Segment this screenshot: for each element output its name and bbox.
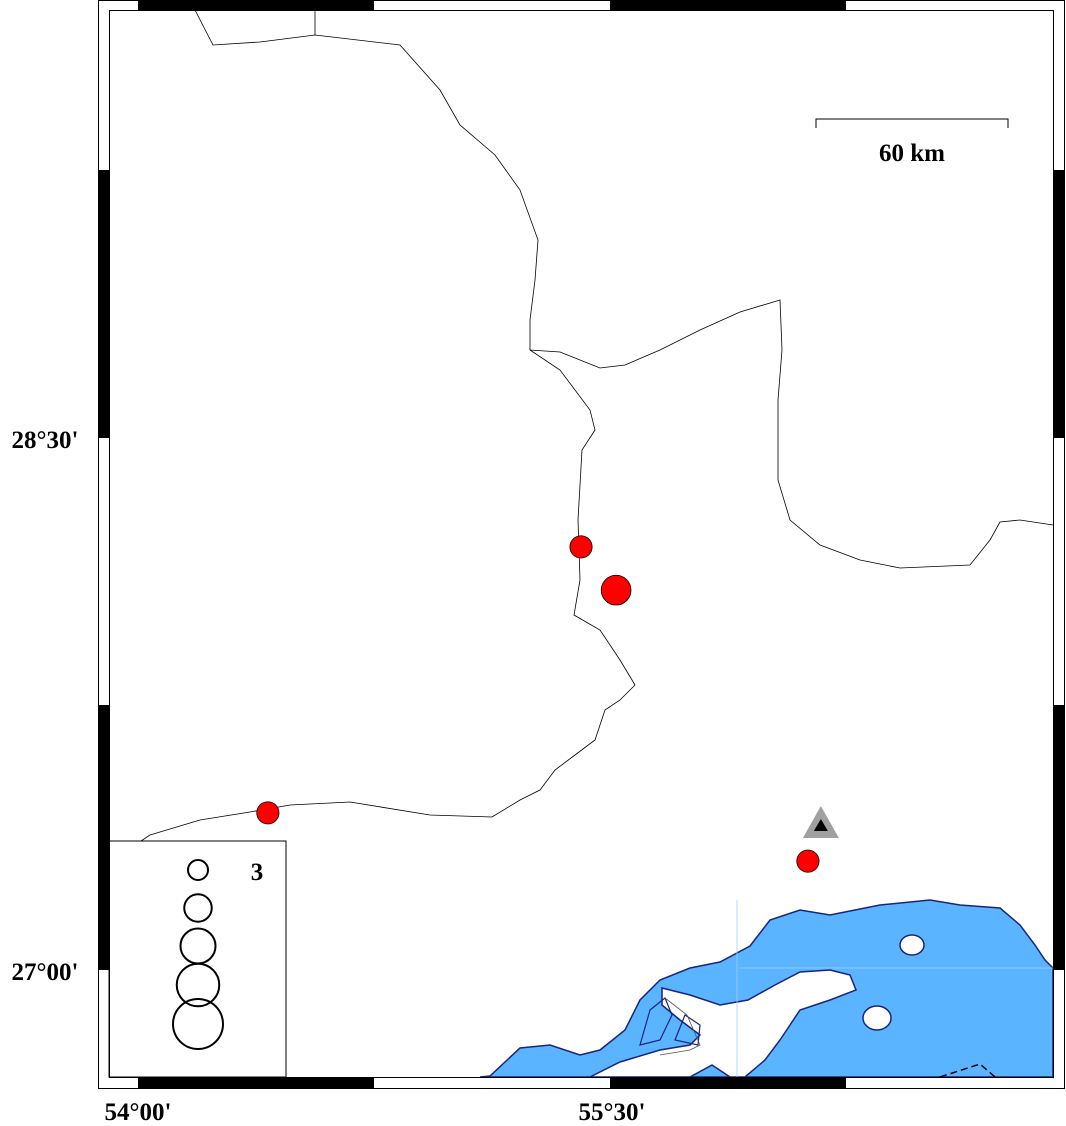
lat-label: 27°00': [12, 959, 79, 986]
island: [899, 934, 925, 956]
legend-circle: [175, 962, 221, 1008]
legend-circle: [187, 859, 209, 881]
lon-label: 55°30': [579, 1099, 646, 1126]
earthquake-event: [569, 535, 593, 559]
island: [862, 1005, 892, 1031]
province-boundary: [529, 299, 1054, 569]
earthquake-event: [796, 849, 820, 873]
earthquake-event: [256, 801, 280, 825]
map-area: [134, 9, 1054, 1078]
seismic-station: [802, 805, 839, 838]
lon-label: 54°00': [105, 1099, 172, 1126]
magnitude-legend: 3: [108, 840, 287, 1078]
map-frame: [98, 0, 1065, 1089]
legend-circle: [183, 893, 213, 923]
maritime-boundary: [939, 1063, 996, 1078]
mangrove-outline: [659, 997, 701, 1056]
legend-circle: [172, 998, 224, 1050]
axis-labels: 28°30' 27°00' 54°00' 55°30': [12, 427, 646, 1126]
province-boundary: [134, 9, 636, 846]
lat-label: 28°30': [12, 427, 79, 454]
earthquake-events: [256, 535, 820, 873]
scale-bar: 60 km: [815, 118, 1009, 167]
mangrove-area: [639, 997, 701, 1046]
qeshm-island: [589, 969, 857, 1078]
earthquake-event: [600, 574, 632, 606]
legend-label: 3: [251, 859, 264, 886]
station-marker-icon: [813, 818, 828, 831]
scale-bar-label: 60 km: [879, 140, 945, 167]
